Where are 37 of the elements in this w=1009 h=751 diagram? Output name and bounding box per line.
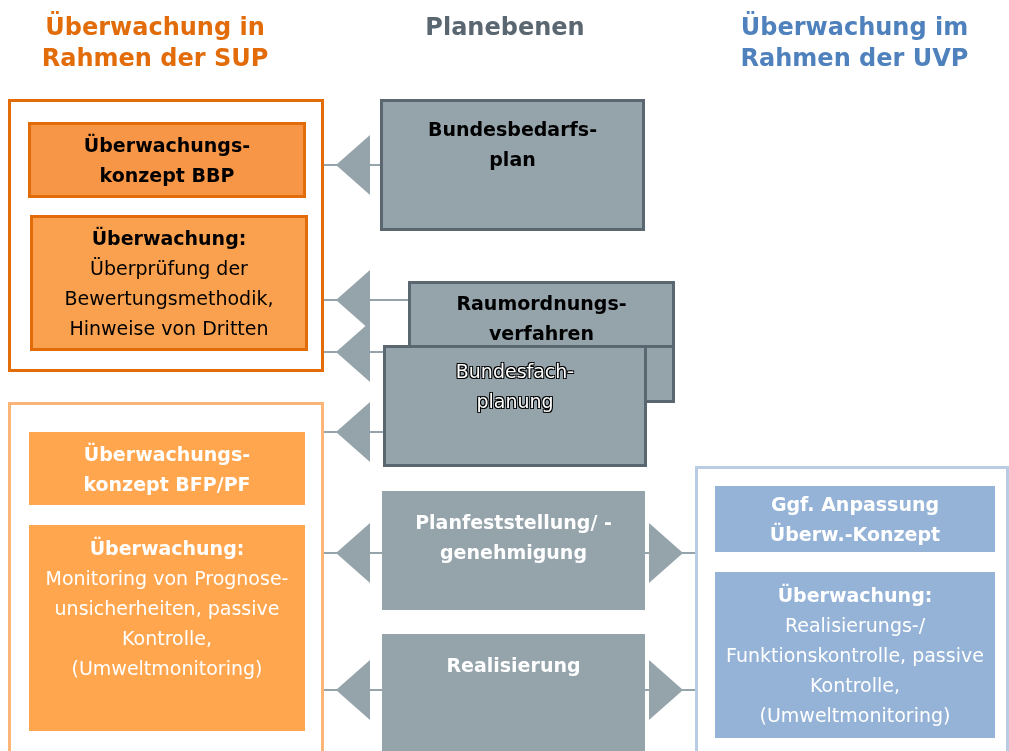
arrow xyxy=(644,523,696,583)
node-title: Überwachung: xyxy=(777,582,933,608)
column-heading: Planebenen xyxy=(424,12,586,43)
group-frame xyxy=(8,402,324,751)
monitoring-box xyxy=(715,572,995,738)
plan-level-box xyxy=(408,281,675,345)
node-title: Überwachung: xyxy=(89,535,245,561)
node-body: Überprüfung der Bewertungsmethodik, Hinweise von Dritten xyxy=(63,256,275,341)
node-title: Ggf. Anpassung Überw.-Konzept xyxy=(768,492,942,547)
node-title: Überwachung: xyxy=(91,225,247,251)
concept-box xyxy=(29,432,305,505)
node-title: Raumordnungs- verfahren xyxy=(455,291,628,346)
concept-box xyxy=(28,122,306,198)
node-title: Bundesfach- planung xyxy=(454,359,576,414)
arrow xyxy=(323,523,383,583)
node-title: Planfeststellung/ -genehmigung xyxy=(414,510,613,565)
group-frame xyxy=(8,99,324,372)
column-heading: Überwachung in Rahmen der SUP xyxy=(40,12,270,74)
arrow xyxy=(644,660,696,720)
node-title: Überwachungs- konzept BBP xyxy=(82,132,252,188)
monitoring-box xyxy=(29,525,305,731)
node-body: Realisierungs-/ Funktionskontrolle, passive Kontrolle, (Umweltmonitoring) xyxy=(725,613,985,728)
node-title: Realisierung xyxy=(446,653,581,678)
concept-box xyxy=(715,486,995,552)
column-heading: Überwachung im Rahmen der UVP xyxy=(739,12,970,74)
plan-level-box xyxy=(383,345,647,467)
plan-level-box xyxy=(382,634,645,751)
group-frame xyxy=(695,466,1009,751)
plan-level-box xyxy=(382,491,645,610)
plan-level-box xyxy=(380,99,645,231)
node-body: Monitoring von Prognose- unsicherheiten, passive Kontrolle, (Umweltmonitoring) xyxy=(44,566,290,681)
node-title: Überwachungs- konzept BFP/PF xyxy=(82,441,252,497)
arrow xyxy=(323,660,383,720)
arrow xyxy=(323,402,384,462)
arrow xyxy=(323,135,381,195)
node-title: Bundesbedarfs- plan xyxy=(426,117,599,172)
monitoring-box xyxy=(30,215,308,351)
